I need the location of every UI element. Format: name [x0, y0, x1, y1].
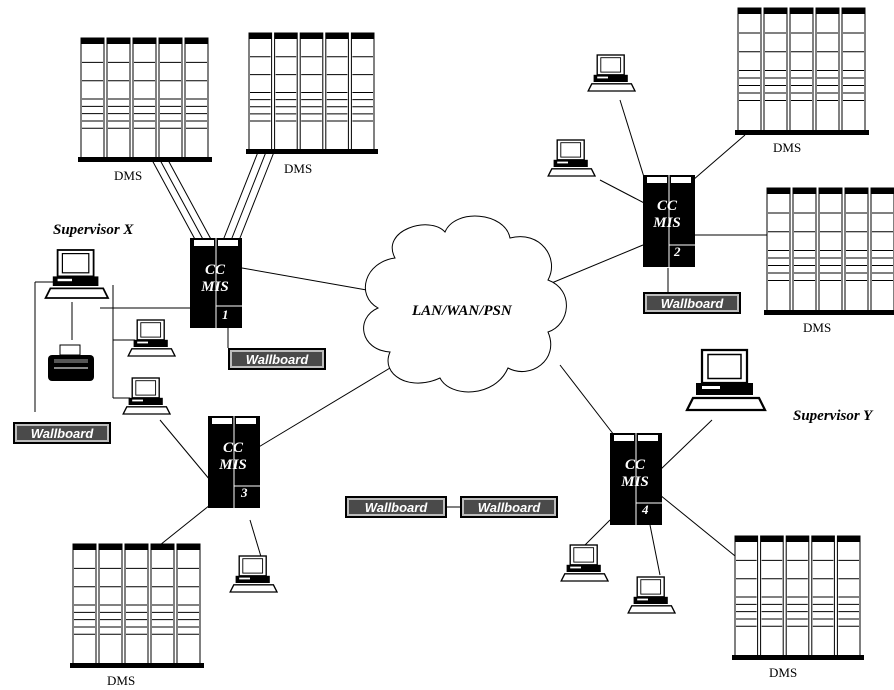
supervisor-y-label: Supervisor Y — [793, 408, 873, 424]
wallboard: Wallboard — [228, 348, 326, 370]
dms-rack — [246, 32, 378, 154]
computer-icon — [44, 249, 110, 299]
dms-racks — [70, 7, 894, 668]
computer-icon — [685, 348, 767, 412]
dms-rack — [764, 187, 894, 315]
dms-label: DMS — [769, 665, 798, 680]
dms-label: DMS — [284, 161, 313, 176]
supervisor-x-label: Supervisor X — [53, 222, 134, 238]
dms-label: DMS — [107, 673, 136, 688]
wallboard: Wallboard — [345, 496, 447, 518]
computer-icon — [547, 139, 597, 177]
server-tower — [643, 175, 695, 267]
dms-label: DMS — [773, 140, 802, 155]
dms-label: DMS — [114, 168, 143, 183]
wallboard: Wallboard — [460, 496, 558, 518]
computer-icon — [122, 377, 172, 415]
server-tower — [610, 433, 662, 525]
network-cloud — [363, 215, 567, 393]
dms-rack — [732, 535, 864, 660]
dms-rack — [735, 7, 869, 135]
computer-icon — [229, 555, 279, 593]
computer-icon — [560, 544, 610, 582]
workstations — [44, 54, 767, 614]
server-3-number: 3 — [241, 485, 248, 500]
server-tower — [190, 238, 242, 328]
server-tower — [208, 416, 260, 508]
wallboard: Wallboard — [643, 292, 741, 314]
wallboard: Wallboard — [13, 422, 111, 444]
computer-icon — [587, 54, 637, 92]
dms-rack — [78, 37, 212, 162]
server-2-number: 2 — [674, 244, 681, 259]
printer-icon — [48, 344, 94, 381]
network-label: LAN/WAN/PSN — [412, 303, 512, 319]
dms-rack — [70, 543, 204, 668]
computer-icon — [627, 576, 677, 614]
dms-label: DMS — [803, 320, 832, 335]
cc-mis-servers — [190, 175, 695, 525]
server-1-number: 1 — [222, 307, 229, 322]
computer-icon — [127, 319, 177, 357]
connection-lines — [34, 99, 770, 576]
server-4-number: 4 — [642, 502, 649, 517]
